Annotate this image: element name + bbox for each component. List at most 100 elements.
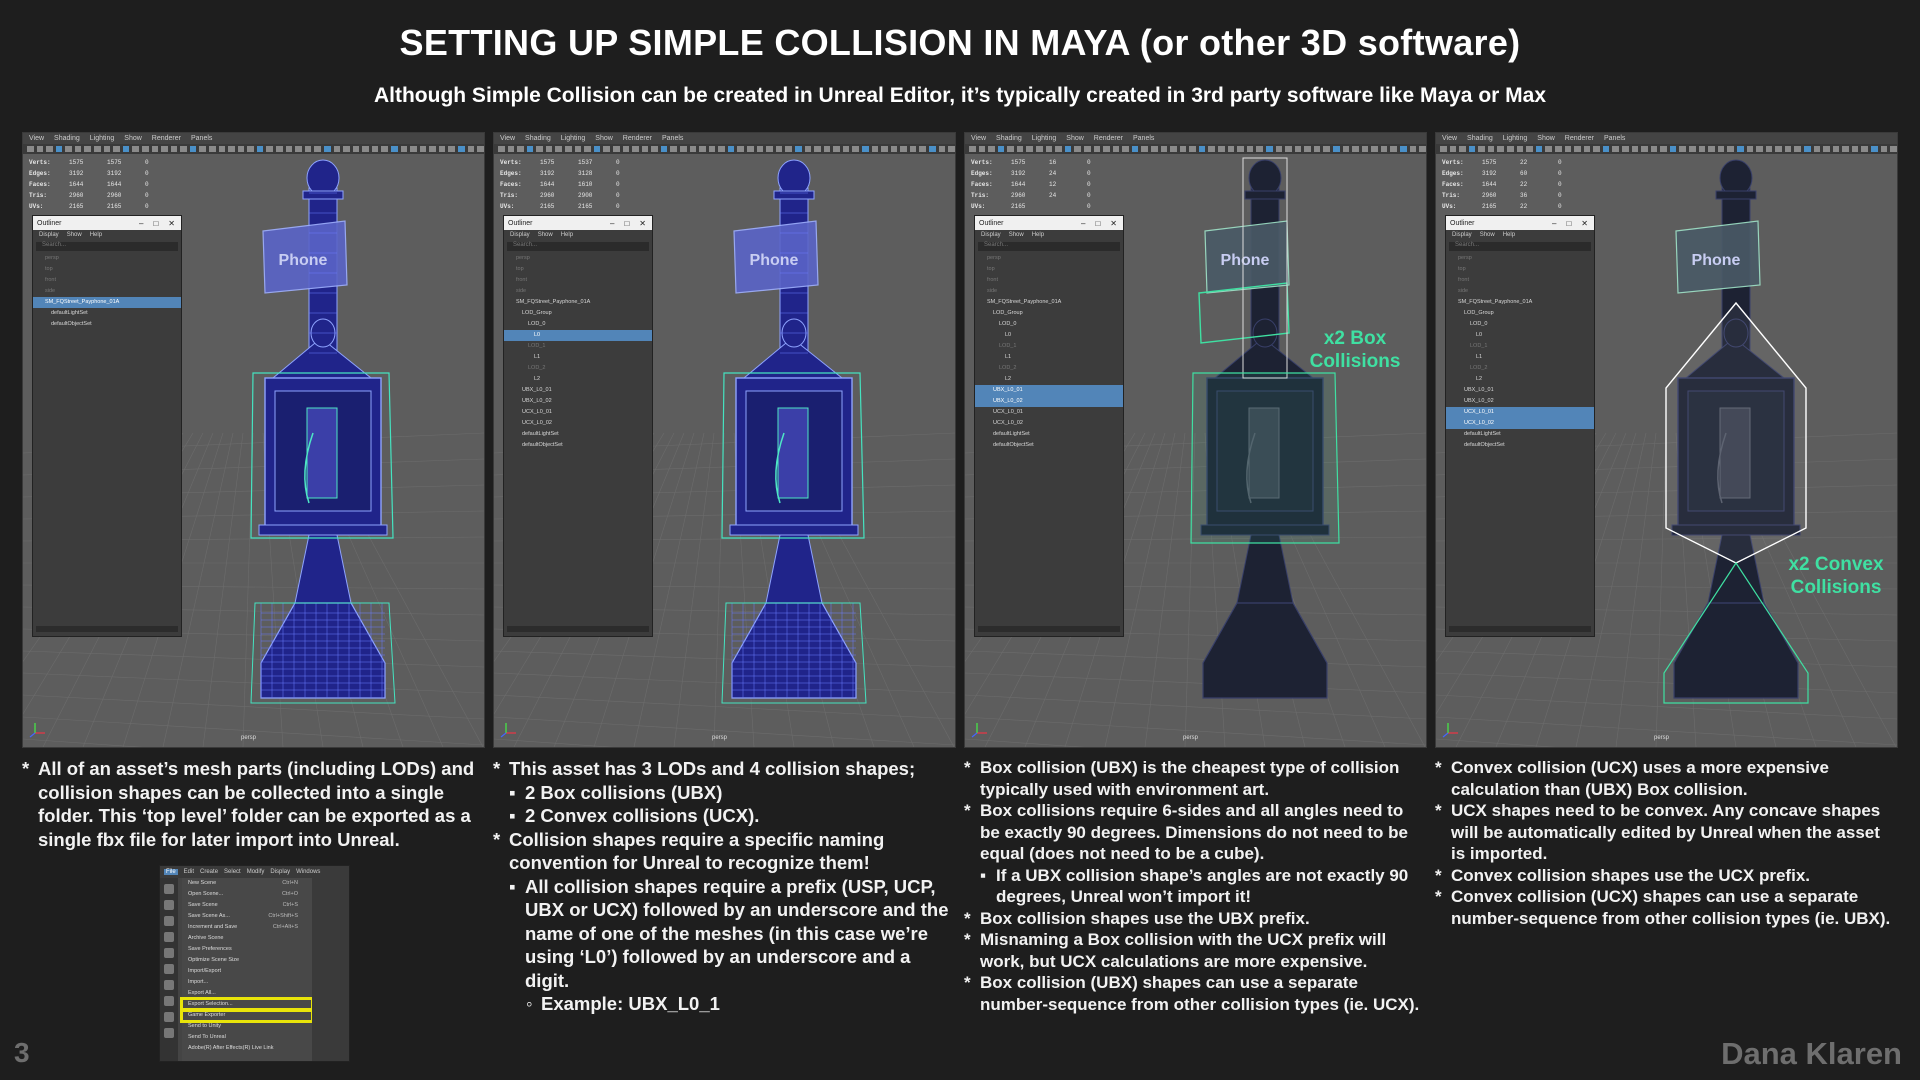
toolbar-icon[interactable] bbox=[247, 146, 254, 152]
toolbar-icon[interactable] bbox=[1631, 146, 1639, 152]
toolbar-icon[interactable] bbox=[419, 146, 427, 152]
file-menu-item[interactable]: Send to Unity bbox=[182, 1021, 312, 1032]
file-menu-item[interactable]: Open Scene...Ctrl+O bbox=[182, 889, 312, 900]
outliner-item[interactable]: front bbox=[516, 277, 528, 283]
close-icon[interactable]: ✕ bbox=[1581, 218, 1588, 228]
toolbar-icon[interactable] bbox=[1313, 146, 1321, 152]
toolbar-icon[interactable] bbox=[1160, 146, 1168, 152]
toolbar-icon[interactable] bbox=[1036, 146, 1043, 152]
outliner-item[interactable]: UCX_L0_01 bbox=[1446, 407, 1594, 418]
close-icon[interactable]: ✕ bbox=[639, 218, 646, 228]
toolbar-icon[interactable] bbox=[1554, 146, 1562, 152]
viewport-menu-item[interactable]: Renderer bbox=[151, 135, 181, 142]
toolbar-icon[interactable] bbox=[1832, 146, 1840, 152]
outliner-item[interactable]: SM_FQStreet_Payphone_01A bbox=[987, 299, 1062, 305]
outliner-item[interactable]: defaultObjectSet bbox=[1464, 442, 1505, 448]
toolbar-icon[interactable] bbox=[565, 146, 572, 152]
viewport-menu-item[interactable]: Shading bbox=[1467, 135, 1493, 142]
toolbar-icon[interactable] bbox=[574, 146, 582, 152]
toolbar-icon[interactable] bbox=[429, 146, 436, 152]
toolbar-icon[interactable] bbox=[1717, 146, 1725, 152]
toolbar-icon[interactable] bbox=[1765, 146, 1773, 152]
toolbar-icon[interactable] bbox=[890, 146, 898, 152]
toolbar-icon[interactable] bbox=[881, 146, 888, 152]
toolbar-icon[interactable] bbox=[448, 146, 456, 152]
outliner-item[interactable]: LOD_0 bbox=[999, 321, 1017, 327]
toolbar-icon[interactable] bbox=[670, 146, 677, 152]
outliner-item[interactable]: LOD_Group bbox=[522, 310, 552, 316]
main-menu-item[interactable]: Display bbox=[270, 869, 291, 875]
toolbar-icon[interactable] bbox=[1507, 146, 1514, 152]
toolbar-icon[interactable] bbox=[65, 146, 72, 152]
outliner-item[interactable]: UCX_L0_02 bbox=[522, 420, 552, 426]
toolbar-icon[interactable] bbox=[151, 146, 159, 152]
toolbar-icon[interactable] bbox=[498, 146, 505, 152]
toolbar-icon[interactable] bbox=[1285, 146, 1292, 152]
viewport-menu-item[interactable]: Shading bbox=[54, 135, 80, 142]
toolbar-icon[interactable] bbox=[1689, 146, 1696, 152]
toolbar-icon[interactable] bbox=[1083, 146, 1091, 152]
toolbar-icon[interactable] bbox=[218, 146, 226, 152]
toolbar-icon[interactable] bbox=[1851, 146, 1859, 152]
outliner-item[interactable]: SM_FQStreet_Payphone_01A bbox=[33, 297, 181, 308]
toolbar-icon[interactable] bbox=[467, 146, 475, 152]
toolbar-icon[interactable] bbox=[718, 146, 725, 152]
outliner-item[interactable]: defaultLightSet bbox=[51, 310, 88, 316]
close-icon[interactable]: ✕ bbox=[168, 218, 175, 228]
outliner-item[interactable]: L2 bbox=[1476, 376, 1483, 382]
toolbar-icon[interactable] bbox=[1256, 146, 1263, 152]
toolbar-icon[interactable] bbox=[1803, 146, 1811, 152]
outliner-item[interactable]: persp bbox=[45, 255, 59, 261]
main-menu-item[interactable]: Modify bbox=[246, 869, 265, 875]
toolbar-icon[interactable] bbox=[842, 146, 850, 152]
toolbar-icon[interactable] bbox=[1332, 146, 1340, 152]
toolbar-icon[interactable] bbox=[180, 146, 187, 152]
toolbar-icon[interactable] bbox=[1294, 146, 1302, 152]
toolbar-icon[interactable] bbox=[132, 146, 139, 152]
toolbar-icon[interactable] bbox=[852, 146, 859, 152]
toolbar-icon[interactable] bbox=[1669, 146, 1677, 152]
toolbar-icon[interactable] bbox=[1275, 146, 1283, 152]
toolbar-icon[interactable] bbox=[1323, 146, 1330, 152]
toolbar-icon[interactable] bbox=[555, 146, 563, 152]
toolbar-icon[interactable] bbox=[103, 146, 111, 152]
toolbar-icon[interactable] bbox=[1122, 146, 1129, 152]
toolbar-icon[interactable] bbox=[400, 146, 408, 152]
maximize-icon[interactable]: □ bbox=[1095, 218, 1101, 228]
toolbar-icon[interactable] bbox=[477, 146, 484, 152]
toolbar-icon[interactable] bbox=[1419, 146, 1426, 152]
outliner-menu-item[interactable]: Help bbox=[1502, 232, 1516, 238]
toolbar-icon[interactable] bbox=[641, 146, 649, 152]
toolbar-icon[interactable] bbox=[997, 146, 1005, 152]
file-menu-item[interactable]: Archive Scene bbox=[182, 933, 312, 944]
toolbar-icon[interactable] bbox=[1890, 146, 1897, 152]
toolbar-icon[interactable] bbox=[36, 146, 44, 152]
toolbar-icon[interactable] bbox=[27, 146, 34, 152]
outliner-item[interactable]: front bbox=[45, 277, 57, 283]
toolbar-icon[interactable] bbox=[737, 146, 745, 152]
toolbar-icon[interactable] bbox=[794, 146, 802, 152]
toolbar-icon[interactable] bbox=[1265, 146, 1273, 152]
toolbar-icon[interactable] bbox=[507, 146, 515, 152]
toolbar-icon[interactable] bbox=[1227, 146, 1235, 152]
viewport-menu-item[interactable]: View bbox=[1442, 135, 1458, 142]
toolbar-icon[interactable] bbox=[438, 146, 446, 152]
viewport-menu-item[interactable]: Renderer bbox=[622, 135, 652, 142]
toolbar-icon[interactable] bbox=[1026, 146, 1034, 152]
toolbar-icon[interactable] bbox=[295, 146, 302, 152]
toolbar-icon[interactable] bbox=[1390, 146, 1398, 152]
toolbar-icon[interactable] bbox=[1574, 146, 1581, 152]
outliner-item[interactable]: L1 bbox=[534, 354, 541, 360]
outliner-item[interactable]: defaultLightSet bbox=[993, 431, 1030, 437]
toolbar-icon[interactable] bbox=[1612, 146, 1619, 152]
file-menu-item[interactable]: Export Selection... bbox=[180, 997, 314, 1012]
toolbar-icon[interactable] bbox=[1150, 146, 1158, 152]
toolbar-icon[interactable] bbox=[113, 146, 120, 152]
toolbar-icon[interactable] bbox=[1564, 146, 1572, 152]
outliner-menu-item[interactable]: Display bbox=[39, 232, 59, 238]
outliner-item[interactable]: L1 bbox=[1476, 354, 1483, 360]
toolbar-icon[interactable] bbox=[545, 146, 553, 152]
main-menu-item[interactable]: Select bbox=[224, 869, 241, 875]
toolbar-icon[interactable] bbox=[122, 146, 130, 152]
outliner-item[interactable]: defaultObjectSet bbox=[51, 321, 92, 327]
